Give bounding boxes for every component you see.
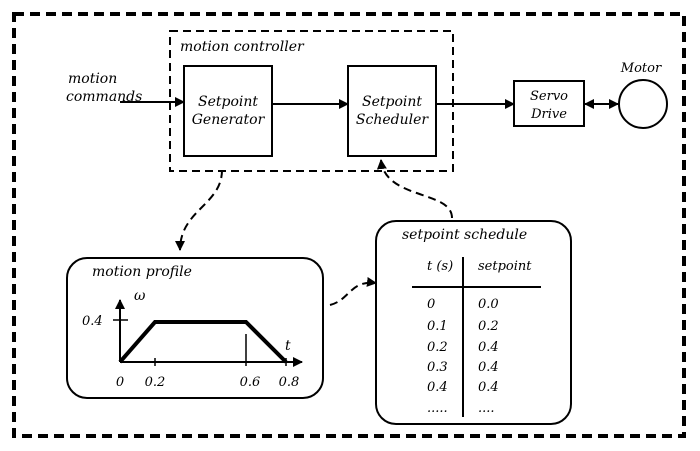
profile-x-axis-label: t <box>285 338 291 354</box>
motor-circle <box>618 79 668 129</box>
profile-to-schedule-link <box>329 277 377 306</box>
profile-y-axis-label: ω <box>134 288 146 304</box>
profile-x-tick-label: 0.2 <box>145 375 166 390</box>
setpoint-schedule-panel <box>375 220 572 425</box>
input-label-line1: motion <box>68 71 117 87</box>
schedule-cell-t: 0.3 <box>427 360 448 375</box>
motion-controller-label: motion controller <box>180 39 305 55</box>
system-boundary <box>12 12 686 438</box>
servo-label-line1: Servo <box>530 89 568 104</box>
setpoint-generator-block <box>183 65 273 157</box>
profile-x-tick-label: 0.8 <box>279 375 300 390</box>
motor-label: Motor <box>620 61 662 76</box>
velocity-profile-curve <box>118 320 288 364</box>
generator-label-line2: Generator <box>192 112 266 128</box>
generator-label-line1: Setpoint <box>198 94 258 110</box>
schedule-cell-setpoint: .... <box>478 401 495 416</box>
motion-profile-title: motion profile <box>92 264 192 280</box>
profile-y-tick-label: 0.4 <box>82 314 103 329</box>
setpoint-scheduler-block <box>347 65 437 157</box>
schedule-cell-setpoint: 0.0 <box>478 297 499 312</box>
schedule-cell-t: 0.1 <box>427 319 448 334</box>
schedule-to-scheduler-link <box>376 159 453 219</box>
schedule-col-t-header: t (s) <box>427 259 453 274</box>
schedule-cell-t: ..... <box>427 401 448 416</box>
scheduler-label-line2: Scheduler <box>356 112 429 128</box>
schedule-cell-t: 0 <box>427 297 435 312</box>
schedule-col-setpoint-header: setpoint <box>478 259 532 274</box>
motion-controller-boundary <box>169 30 454 172</box>
schedule-rows: 0 0.0 0.1 0.2 0.2 0.4 0.3 0.4 0.4 0.4 ..… <box>427 297 499 416</box>
profile-x-tick-label: 0.6 <box>240 375 261 390</box>
schedule-cell-setpoint: 0.2 <box>478 319 499 334</box>
schedule-cell-t: 0.2 <box>427 340 448 355</box>
schedule-cell-setpoint: 0.4 <box>478 340 499 355</box>
scheduler-label-line1: Setpoint <box>362 94 422 110</box>
schedule-cell-setpoint: 0.4 <box>478 380 499 395</box>
generator-to-profile-link <box>175 169 223 251</box>
servo-label-line2: Drive <box>530 107 567 122</box>
schedule-cell-t: 0.4 <box>427 380 448 395</box>
setpoint-schedule-title: setpoint schedule <box>402 227 527 243</box>
profile-x-tick-label: 0 <box>116 375 124 390</box>
schedule-cell-setpoint: 0.4 <box>478 360 499 375</box>
